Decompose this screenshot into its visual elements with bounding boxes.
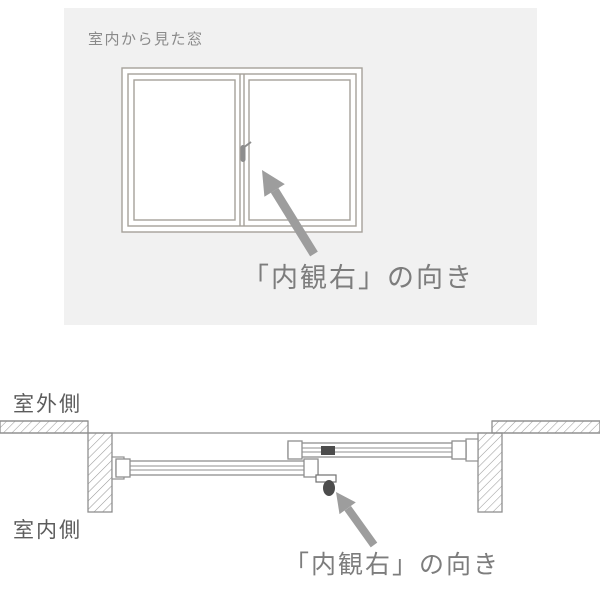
wall-hatch-right	[491, 420, 600, 434]
orientation-label-bottom: 「内観右」の向き	[284, 551, 501, 579]
frame-stop-right	[465, 438, 479, 462]
crescent-lock-icon	[240, 141, 252, 162]
interior-view-caption: 室内から見た窓	[88, 31, 204, 48]
jamb-left	[87, 432, 113, 513]
outer-sash	[287, 440, 467, 460]
inner-sash	[115, 458, 319, 478]
indoor-side-label: 室内側	[13, 519, 82, 542]
lock-base	[315, 474, 337, 483]
window-elevation-drawing	[121, 67, 363, 257]
wall-band	[0, 420, 600, 434]
jamb-right	[477, 432, 503, 513]
interior-view-panel: 室内から見た窓 「内観右」の向き	[64, 8, 537, 325]
lock-lever	[323, 480, 335, 496]
orientation-label-top: 「内観右」の向き	[242, 263, 474, 293]
lock-catch	[321, 446, 335, 455]
cross-section-drawing	[0, 420, 600, 548]
crescent-lock-section-icon	[315, 446, 337, 496]
wall-hatch-left	[0, 420, 89, 434]
pointer-arrow-icon	[336, 492, 378, 548]
window-right-pane	[248, 79, 351, 221]
window-frame-inner	[127, 73, 357, 227]
outdoor-side-label: 室外側	[13, 393, 82, 416]
pointer-arrow-icon	[262, 170, 318, 257]
window-left-pane	[133, 79, 236, 221]
